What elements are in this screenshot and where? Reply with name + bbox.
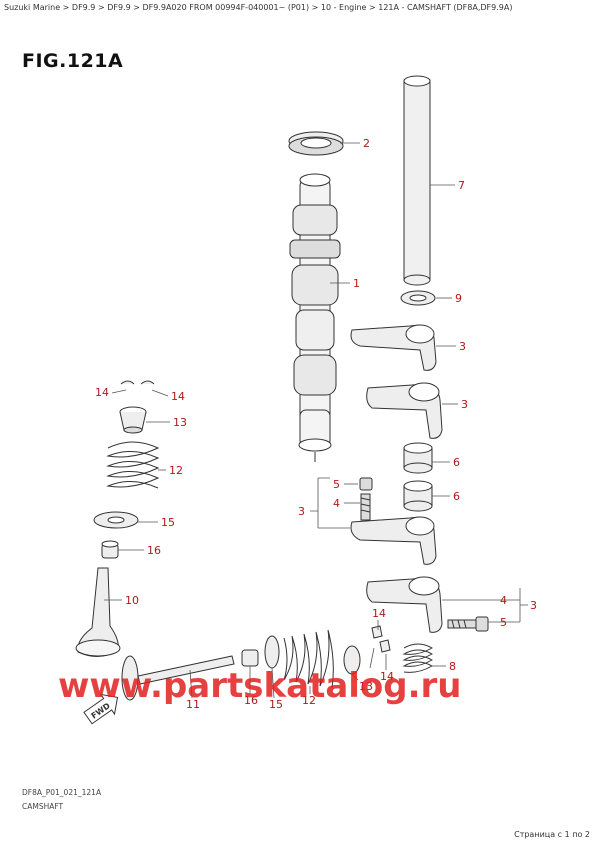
spring-seat-part[interactable] [93, 511, 139, 529]
adjusting-nut-part[interactable] [359, 477, 373, 491]
camshaft-part[interactable] [289, 173, 341, 462]
callout-label: 12 [169, 464, 183, 477]
figure-caption: CAMSHAFT [22, 802, 64, 811]
callout-label: 16 [244, 694, 258, 707]
rocker-arm-part[interactable] [366, 382, 443, 439]
callout-label: 6 [453, 490, 460, 503]
callout-label: 7 [458, 179, 465, 192]
callout-label: 1 [353, 277, 360, 290]
breadcrumb: Suzuki Marine > DF9.9 > DF9.9 > DF9.9A02… [4, 3, 513, 12]
rocker-arm-part[interactable] [350, 324, 437, 371]
callout-label: 12 [302, 694, 316, 707]
valve-spring-part[interactable] [402, 643, 434, 673]
callout-label: 3 [459, 340, 466, 353]
oil-seal-part[interactable] [288, 131, 344, 156]
adjusting-screw-part[interactable] [360, 493, 371, 521]
callout-label: 3 [530, 599, 537, 612]
callout-labels: 2 1 7 9 3 3 6 6 5 4 3 4 5 3 14 14 13 12 … [95, 137, 537, 711]
callout-label: 8 [449, 660, 456, 673]
valve-part[interactable] [121, 655, 235, 701]
callout-label: 4 [500, 594, 507, 607]
figure-code: DF8A_P01_021_121A [22, 788, 102, 797]
callout-label: 5 [500, 616, 507, 629]
callout-label: 4 [333, 497, 340, 510]
valve-part[interactable] [75, 567, 121, 657]
valve-cotter-part[interactable] [120, 380, 155, 385]
rocker-shaft-part[interactable] [403, 75, 431, 286]
spring-seat-part[interactable] [264, 635, 280, 669]
callout-label: 14 [171, 390, 185, 403]
figure-title: FIG.121A [22, 50, 124, 72]
callout-label: 16 [147, 544, 161, 557]
callout-label: 2 [363, 137, 370, 150]
washer-part[interactable] [400, 290, 436, 306]
callout-label: 13 [173, 416, 187, 429]
valve-spring-part[interactable] [106, 441, 160, 489]
valve-stem-seal-part[interactable] [241, 649, 259, 667]
callout-label: 10 [125, 594, 139, 607]
leader-lines [104, 142, 528, 699]
callout-label: 15 [161, 516, 175, 529]
callout-label: 14 [95, 386, 109, 399]
callout-label: 14 [380, 670, 394, 683]
callout-label: 11 [186, 698, 200, 711]
callout-label: 9 [455, 292, 462, 305]
callout-label: 13 [359, 680, 373, 693]
callout-label: 6 [453, 456, 460, 469]
spring-retainer-part[interactable] [119, 406, 147, 434]
valve-stem-seal-part[interactable] [101, 540, 119, 559]
watermark: www.partskatalog.ru [58, 666, 462, 706]
rocker-arm-part[interactable] [366, 576, 443, 633]
valve-spring-part[interactable] [283, 629, 334, 689]
bushing-part[interactable] [403, 480, 433, 512]
callout-label: 5 [333, 478, 340, 491]
valve-cotter-part[interactable] [371, 625, 391, 653]
page-indicator: Страница с 1 по 2 [514, 830, 590, 839]
callout-label: 15 [269, 698, 283, 711]
bushing-part[interactable] [403, 442, 433, 474]
callout-label: 14 [372, 607, 386, 620]
callout-label: 3 [298, 505, 305, 518]
adjusting-screw-part[interactable] [447, 616, 489, 632]
rocker-arm-part[interactable] [350, 516, 437, 565]
callout-label: 3 [461, 398, 468, 411]
